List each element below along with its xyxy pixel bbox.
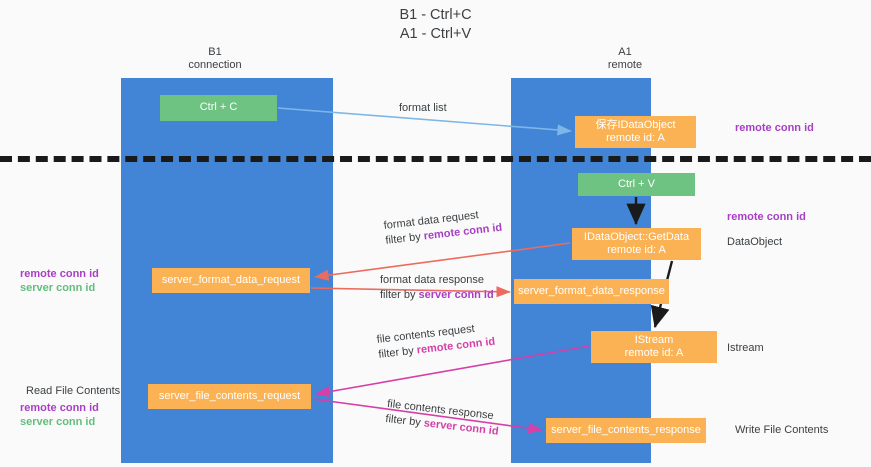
node-server-format-data-response[interactable]: server_format_data_response [514,279,669,304]
column-header-b1-sub: connection [188,59,242,71]
node-istream-subtext: remote id: A [624,347,684,359]
filter-prefix: filter by [384,230,425,247]
column-header-b1: B1 connection [155,46,275,72]
annotation-remote-conn-id-mid: remote conn id [727,211,806,223]
filter-prefix: filter by [380,289,419,301]
annotation-istream: Istream [727,342,764,354]
node-idataobject-getdata-label: IDataObject::GetData [583,230,690,243]
node-istream-label: IStream [634,333,674,346]
arrow-format-data-request [314,242,571,281]
node-server-file-contents-request[interactable]: server_file_contents_request [148,384,311,409]
flow-label-format-list-text: format list [399,102,447,114]
filter-id: server conn id [418,289,494,301]
node-ctrl-c-label: Ctrl + C [199,101,238,114]
flow-label-format-data-response-text: format data response [380,274,484,286]
column-header-a1-sub: remote [607,59,643,71]
node-save-idataobject-subtext: remote id: A [606,132,665,144]
arrow-format-list [277,107,572,136]
section-divider [0,156,871,162]
node-server-format-data-request[interactable]: server_format_data_request [152,268,310,293]
node-idataobject-getdata-subtext: remote id: A [607,244,666,256]
annotation-read-file-contents: Read File Contents [26,385,121,397]
annotation-left-conn-ids-bottom: remote conn id server conn id [20,402,99,429]
annotation-dataobject: DataObject [727,236,783,248]
annotation-write-file-contents: Write File Contents [735,424,829,436]
node-ctrl-v[interactable]: Ctrl + V [578,173,695,196]
node-ctrl-c[interactable]: Ctrl + C [160,95,277,121]
page-title-line2: A1 - Ctrl+V [399,26,472,42]
column-header-a1: A1 remote [565,46,685,72]
arrow-file-contents-request [315,345,590,398]
node-server-file-contents-response[interactable]: server_file_contents_response [546,418,706,443]
filter-prefix: filter by [384,412,425,430]
node-server-format-data-request-label: server_format_data_request [161,273,301,286]
arrow-file-contents-response [312,398,543,434]
node-save-idataobject-label: 保存IDataObject [595,118,676,131]
arrow-format-data-response [310,286,511,298]
node-istream[interactable]: IStream remote id: A [591,331,717,363]
flow-label-format-data-response-filter: filter by server conn id [380,288,494,303]
annotation-remote-conn-id-top: remote conn id [735,122,814,134]
node-server-file-contents-response-label: server_file_contents_response [551,423,701,436]
node-server-format-data-response-label: server_format_data_response [518,284,665,297]
annotation-left-remote-conn-id-2: remote conn id [20,402,99,414]
node-idataobject-getdata[interactable]: IDataObject::GetData remote id: A [572,228,701,260]
node-save-idataobject[interactable]: 保存IDataObject remote id: A [575,116,696,148]
annotation-left-conn-ids-top: remote conn id server conn id [20,268,99,295]
node-ctrl-v-label: Ctrl + V [618,177,655,190]
flow-label-format-list: format list [399,101,447,116]
column-header-b1-name: B1 [208,46,222,58]
annotation-left-remote-conn-id: remote conn id [20,268,99,280]
page-title: B1 - Ctrl+C A1 - Ctrl+V [0,6,871,44]
annotation-left-server-conn-id-2: server conn id [20,415,96,428]
column-header-a1-name: A1 [618,46,632,58]
annotation-left-server-conn-id: server conn id [20,281,96,294]
node-server-file-contents-request-label: server_file_contents_request [158,389,301,402]
page-title-line1: B1 - Ctrl+C [399,7,472,23]
flow-label-format-data-response: format data response filter by server co… [380,273,494,303]
filter-prefix: filter by [377,344,418,361]
